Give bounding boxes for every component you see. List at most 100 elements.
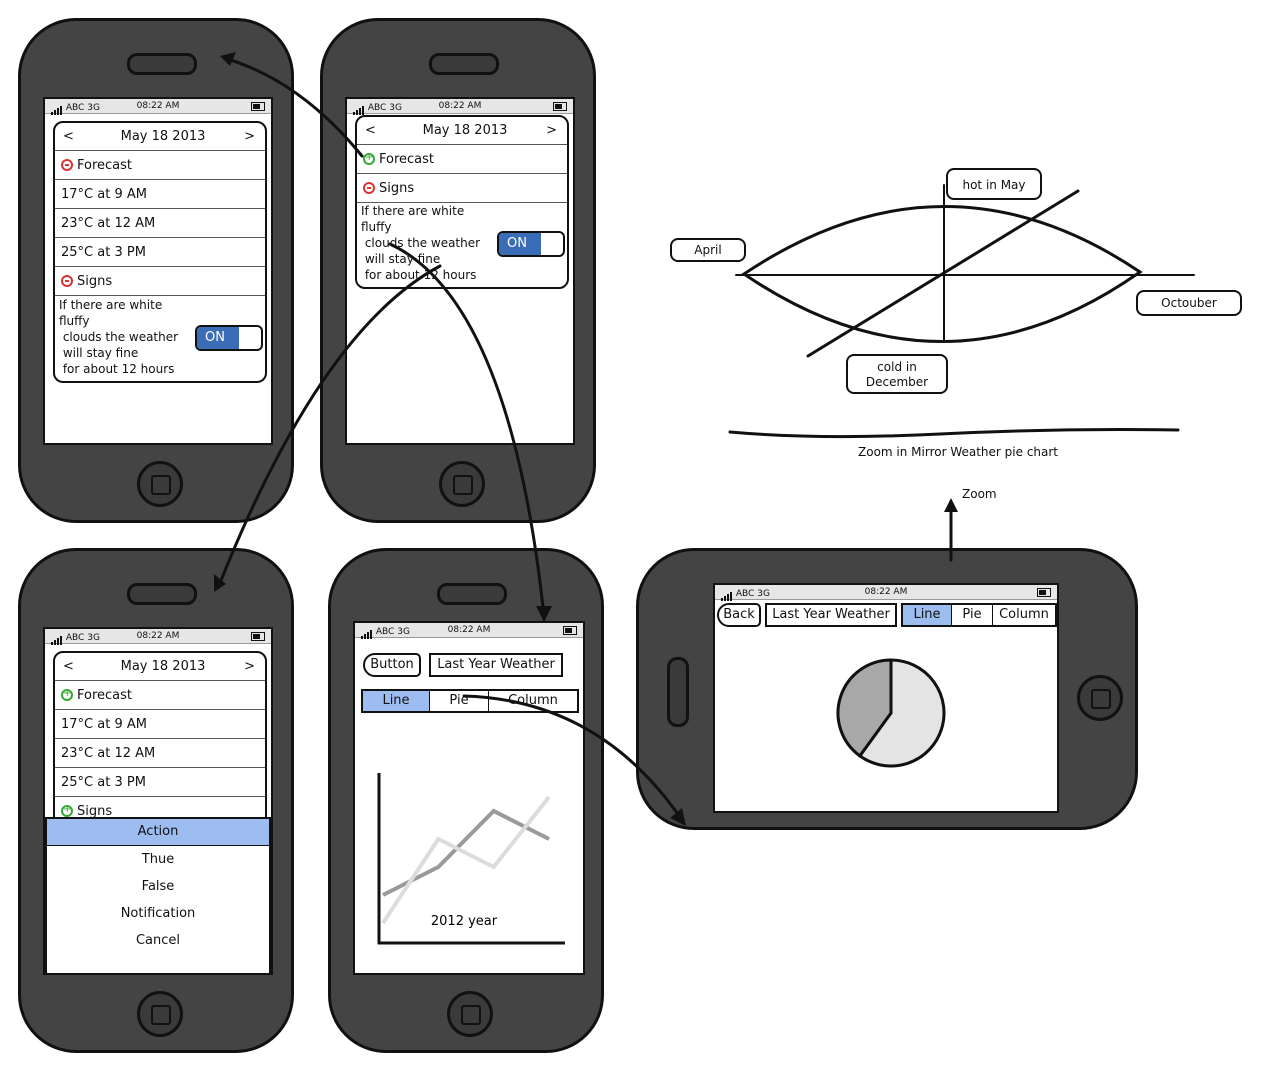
speaker-icon <box>437 583 507 605</box>
date-header: < May 18 2013 > <box>357 117 567 145</box>
callout-april: April <box>670 238 746 262</box>
home-button[interactable] <box>447 991 493 1037</box>
pie-chart <box>836 658 946 768</box>
callout-cold-in-december: cold in December <box>846 354 948 394</box>
lens-outline <box>741 205 1143 343</box>
home-button[interactable] <box>137 461 183 507</box>
forecast-card: < May 18 2013 > Forecast Signs If there … <box>355 115 569 289</box>
phone-screen: ABC 3G 08:22 AM < May 18 2013 > Forecast… <box>43 627 273 975</box>
battery-icon <box>1037 588 1051 597</box>
line-series-2 <box>381 795 551 925</box>
forecast-card: < May 18 2013 > Forecast 17°C at 9 AM 23… <box>53 121 267 383</box>
collapse-icon <box>363 182 375 194</box>
status-bar: ABC 3G 08:22 AM <box>355 623 583 639</box>
caption-underline <box>728 428 1180 439</box>
action-option-false[interactable]: False <box>141 879 175 894</box>
collapse-icon <box>61 275 73 287</box>
next-date-button[interactable]: > <box>244 129 255 144</box>
sign-toggle[interactable]: ON <box>497 231 565 257</box>
status-time: 08:22 AM <box>136 101 180 111</box>
callout-october: Octouber <box>1136 290 1242 316</box>
prev-date-button[interactable]: < <box>63 129 74 144</box>
signal-icon: ABC 3G <box>51 631 100 645</box>
last-year-weather-button[interactable]: Last Year Weather <box>429 653 563 677</box>
segment-line[interactable]: Line <box>903 605 952 625</box>
phone-mockup-2: ABC 3G 08:22 AM < May 18 2013 > Forecast… <box>320 18 596 523</box>
sign-description: If there are white fluffy clouds the wea… <box>59 298 179 376</box>
date-header: < May 18 2013 > <box>55 123 265 151</box>
action-option-notification[interactable]: Notification <box>120 906 196 921</box>
date-header: < May 18 2013 > <box>55 653 265 681</box>
signs-section-toggle[interactable]: Signs <box>55 268 265 296</box>
callout-hot-in-may: hot in May <box>946 168 1042 200</box>
phone-screen: ABC 3G 08:22 AM Back Last Year Weather L… <box>713 583 1059 813</box>
back-button[interactable]: Back <box>717 603 761 627</box>
battery-icon <box>251 632 265 641</box>
signs-section-toggle[interactable]: Signs <box>357 175 567 203</box>
phone-screen: ABC 3G 08:22 AM < May 18 2013 > Forecast… <box>43 97 273 445</box>
status-bar: ABC 3G 08:22 AM <box>45 629 271 645</box>
phone-screen: ABC 3G 08:22 AM Button Last Year Weather… <box>353 621 585 975</box>
battery-icon <box>563 626 577 635</box>
date-label: May 18 2013 <box>120 129 206 144</box>
signal-icon: ABC 3G <box>361 625 410 639</box>
phone-mockup-landscape: ABC 3G 08:22 AM Back Last Year Weather L… <box>636 548 1138 830</box>
signal-icon: ABC 3G <box>51 101 100 115</box>
status-bar: ABC 3G 08:22 AM <box>45 99 271 115</box>
phone-screen: ABC 3G 08:22 AM < May 18 2013 > Forecast… <box>345 97 575 445</box>
prev-date-button[interactable]: < <box>365 123 376 138</box>
speaker-icon <box>429 53 499 75</box>
diagonal-line <box>806 189 1080 358</box>
status-bar: ABC 3G 08:22 AM <box>347 99 573 115</box>
phone-mockup-3: ABC 3G 08:22 AM < May 18 2013 > Forecast… <box>18 548 294 1053</box>
status-time: 08:22 AM <box>447 625 491 635</box>
collapse-icon <box>61 159 73 171</box>
forecast-row: 25°C at 3 PM <box>55 239 265 267</box>
home-button[interactable] <box>137 991 183 1037</box>
status-time: 08:22 AM <box>136 631 180 641</box>
sign-toggle[interactable]: ON <box>195 325 263 351</box>
zoom-label: Zoom <box>962 487 997 501</box>
segment-pie[interactable]: Pie <box>952 605 993 625</box>
back-button[interactable]: Button <box>363 653 421 677</box>
signal-icon: ABC 3G <box>721 587 770 601</box>
forecast-section-toggle[interactable]: Forecast <box>55 152 265 180</box>
status-time: 08:22 AM <box>864 587 908 597</box>
next-date-button[interactable]: > <box>244 659 255 674</box>
expand-icon <box>61 687 73 701</box>
line-chart-caption: 2012 year <box>431 914 498 929</box>
battery-icon <box>251 102 265 111</box>
speaker-icon <box>127 53 197 75</box>
pie-slice-2 <box>836 658 893 758</box>
action-sheet: Action Thue False Notification Cancel <box>45 817 271 973</box>
phone-mockup-4: ABC 3G 08:22 AM Button Last Year Weather… <box>328 548 604 1053</box>
action-option-true[interactable]: Thue <box>141 852 175 867</box>
status-bar: ABC 3G 08:22 AM <box>715 585 1057 601</box>
date-label: May 18 2013 <box>422 123 508 138</box>
pie-slice-1 <box>857 658 946 768</box>
forecast-row: 23°C at 12 AM <box>55 210 265 238</box>
segment-line[interactable]: Line <box>363 691 430 711</box>
segment-column[interactable]: Column <box>999 607 1049 622</box>
forecast-section-toggle[interactable]: Forecast <box>55 682 265 710</box>
speaker-icon <box>667 657 689 727</box>
speaker-icon <box>127 583 197 605</box>
prev-date-button[interactable]: < <box>63 659 74 674</box>
forecast-row: 17°C at 9 AM <box>55 711 265 739</box>
action-option-cancel[interactable]: Cancel <box>135 933 181 948</box>
forecast-row: 17°C at 9 AM <box>55 181 265 209</box>
next-date-button[interactable]: > <box>546 123 557 138</box>
expand-icon <box>363 151 375 165</box>
last-year-weather-button[interactable]: Last Year Weather <box>765 603 897 627</box>
battery-icon <box>553 102 567 111</box>
chart-axes <box>377 773 565 945</box>
date-label: May 18 2013 <box>120 659 206 674</box>
line-chart: 2012 year <box>377 773 565 945</box>
forecast-section-toggle[interactable]: Forecast <box>357 146 567 174</box>
home-button[interactable] <box>439 461 485 507</box>
phone-mockup-1: ABC 3G 08:22 AM < May 18 2013 > Forecast… <box>18 18 294 523</box>
home-button[interactable] <box>1077 675 1123 721</box>
expand-icon <box>61 803 73 817</box>
status-time: 08:22 AM <box>438 101 482 111</box>
forecast-row: 25°C at 3 PM <box>55 769 265 797</box>
